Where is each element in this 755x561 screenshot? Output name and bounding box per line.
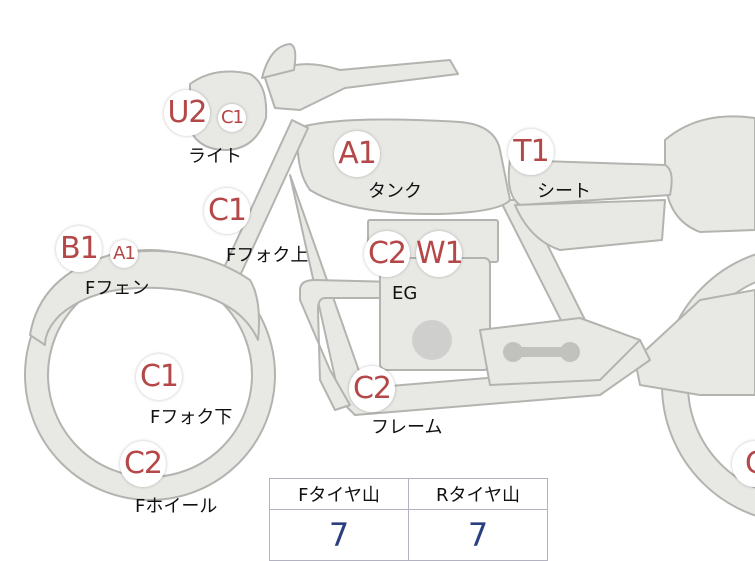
label-fork-upper: Fフォク上	[226, 245, 309, 266]
frame-down-tube	[299, 279, 396, 411]
brake-pedal-shape	[503, 342, 580, 362]
grade-fork-upper: C1	[204, 188, 250, 234]
label-wheel: Fホイール	[135, 496, 218, 517]
mirror-shape	[261, 43, 297, 79]
rear-tire-value: 7	[408, 509, 548, 561]
grade-light-main: U2	[164, 90, 210, 136]
grade-wheel: C2	[120, 441, 166, 487]
seat-shape	[507, 159, 673, 206]
grade-fork-lower: C1	[136, 354, 182, 400]
rear-tire-header: Rタイヤ山	[408, 478, 548, 510]
label-seat: シート	[537, 181, 591, 202]
seat-side-shape	[514, 199, 666, 251]
grade-fender-main: B1	[56, 226, 102, 272]
label-fender: Fフェン	[85, 278, 150, 299]
front-tire-header: Fタイヤ山	[269, 478, 409, 510]
grade-engine-b: W1	[416, 231, 464, 277]
label-engine: EG	[392, 283, 418, 304]
grade-light-sub: C1	[218, 104, 246, 132]
label-fork-lower: Fフォク下	[150, 407, 233, 428]
grade-fender-sub: A1	[110, 240, 138, 268]
grade-engine-a: C2	[364, 231, 410, 277]
grade-seat: T1	[508, 129, 554, 175]
tire-table-value-row: 7 7	[269, 509, 548, 561]
engine-cover-shape	[412, 320, 452, 360]
label-frame: フレーム	[371, 417, 443, 438]
front-tire-value: 7	[269, 509, 409, 561]
front-fender-shape	[29, 249, 260, 346]
tire-tread-table: Fタイヤ山 Rタイヤ山 7 7	[269, 478, 548, 561]
grade-rear-cut: C	[732, 441, 755, 487]
label-light: ライト	[188, 146, 242, 167]
grade-tank: A1	[334, 131, 380, 177]
grade-frame: C2	[349, 366, 395, 412]
rear-cowl-shape	[664, 115, 755, 233]
tire-table-header-row: Fタイヤ山 Rタイヤ山	[269, 478, 548, 510]
rear-body-shape	[634, 289, 755, 396]
label-tank: タンク	[368, 181, 422, 202]
